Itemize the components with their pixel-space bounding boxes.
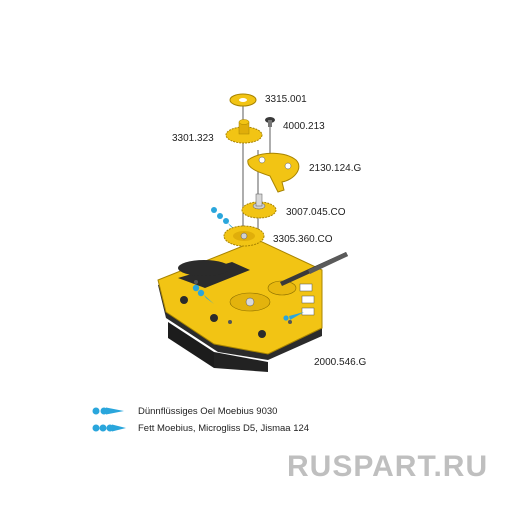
watermark: RUSPART.RU <box>287 450 489 483</box>
part-number-3315-001: 3315.001 <box>265 94 307 105</box>
part-number-4000-213: 4000.213 <box>283 121 325 132</box>
wheel-3007-045 <box>241 193 277 219</box>
part-number-2130-124: 2130.124.G <box>309 163 361 174</box>
legend-grease: Fett Moebius, Microgliss D5, Jismaa 124 <box>92 421 309 435</box>
bridge-2130-124 <box>247 152 300 193</box>
thin-oil-drops-icon <box>92 407 124 415</box>
washer-3315-001 <box>229 93 257 107</box>
legend-thin-oil-label: Dünnflüssiges Oel Moebius 9030 <box>138 405 278 417</box>
wheel-3305-360 <box>223 225 265 247</box>
legend-thin-oil: Dünnflüssiges Oel Moebius 9030 <box>92 404 277 418</box>
wheel-3301-323 <box>225 119 263 144</box>
oil-drops-plate <box>192 284 304 321</box>
winding-stem <box>280 252 348 286</box>
legend-grease-label: Fett Moebius, Microgliss D5, Jismaa 124 <box>138 422 310 434</box>
part-number-3007-045: 3007.045.CO <box>286 207 346 218</box>
part-number-2000-546: 2000.546.G <box>314 357 366 368</box>
main-plate <box>157 239 323 372</box>
screw-4000-213 <box>265 117 275 127</box>
part-number-3301-323: 3301.323 <box>172 133 214 144</box>
grease-drops-icon <box>92 424 126 432</box>
part-number-3305-360: 3305.360.CO <box>273 234 333 245</box>
